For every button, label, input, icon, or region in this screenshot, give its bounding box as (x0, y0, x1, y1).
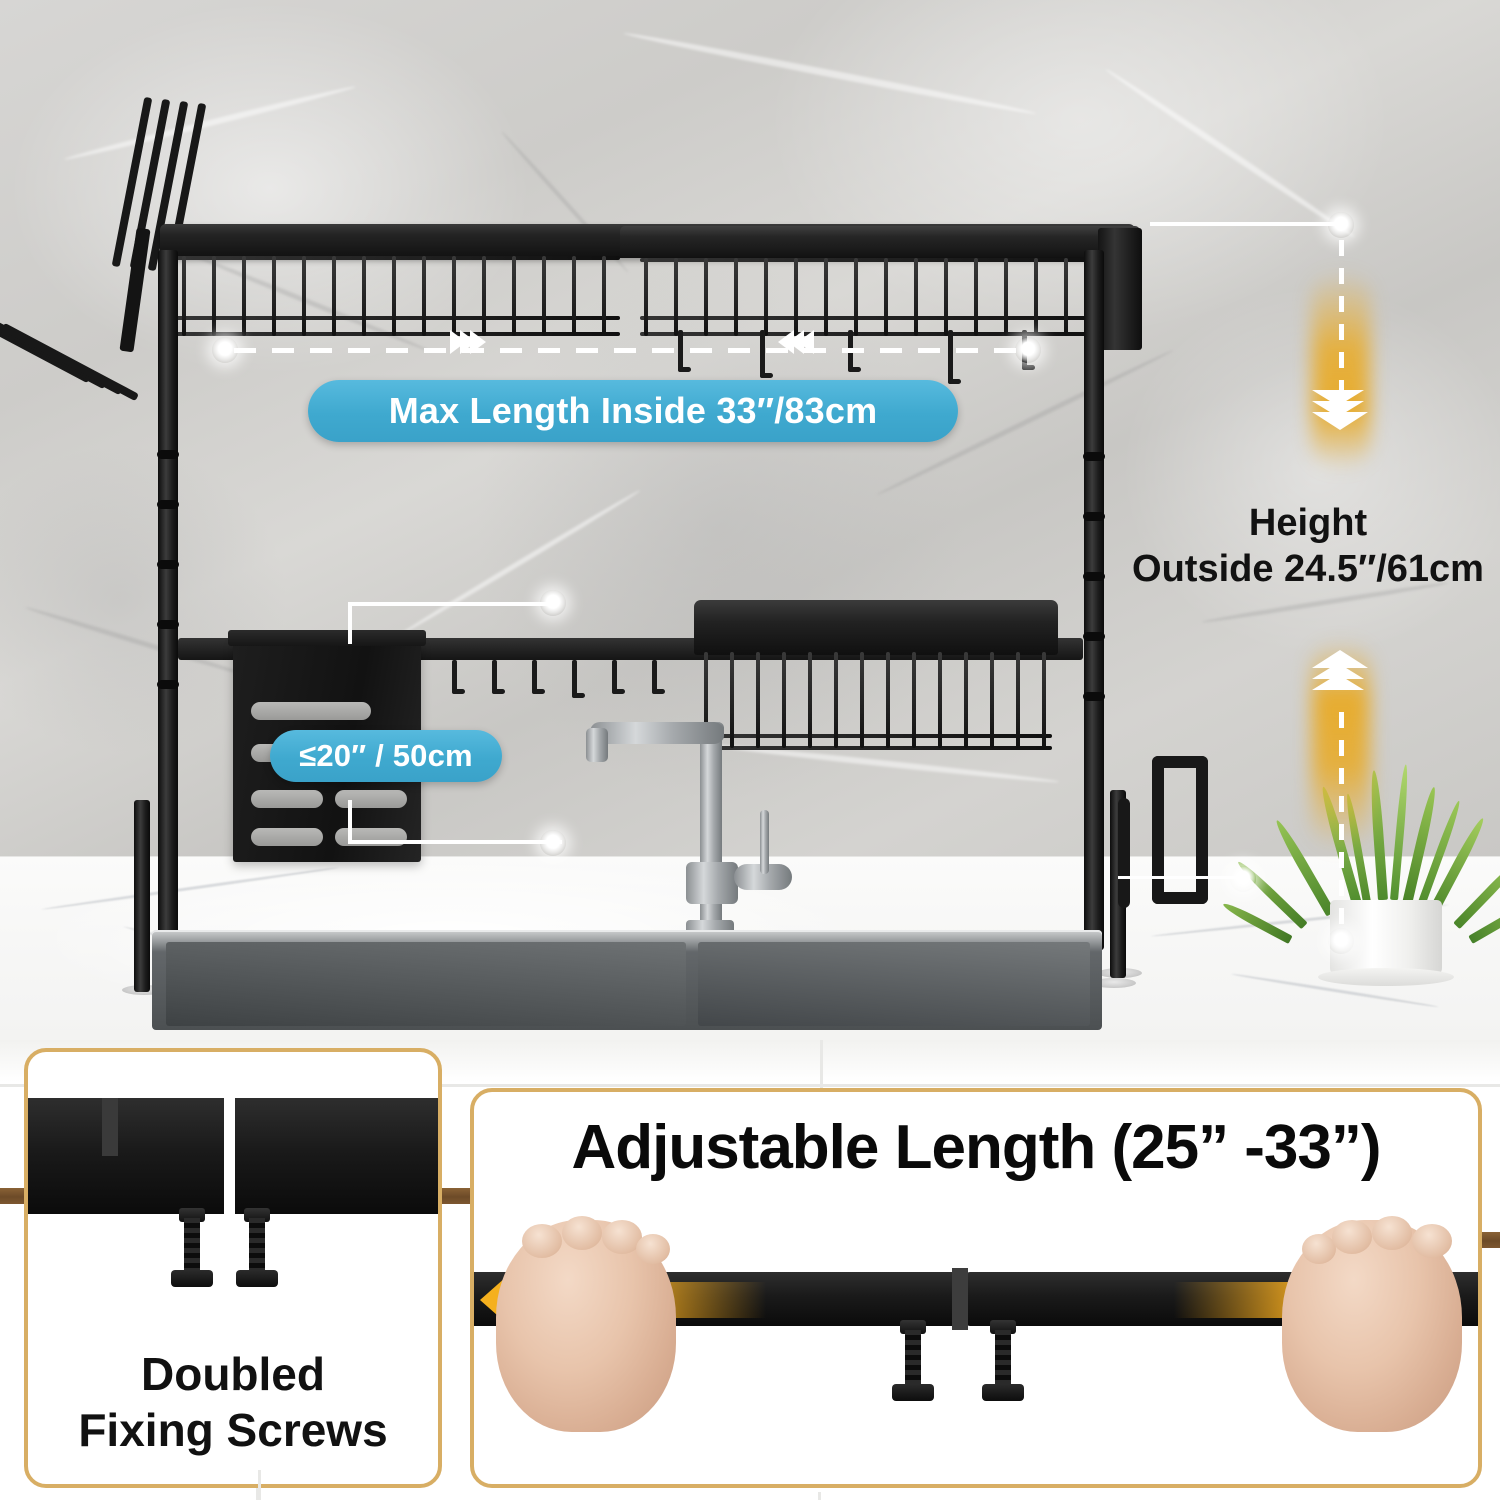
cutlery-holder-bracket (228, 630, 426, 646)
height-label-line1: Height (1248, 502, 1368, 544)
bottom-feature-strip: Doubled Fixing Screws Adjustable Length … (0, 1040, 1500, 1500)
chevrons-up (1312, 650, 1368, 690)
badge-depth: ≤20″ / 50cm (270, 730, 502, 782)
sink-basin-right (698, 942, 1090, 1026)
chevrons-left (778, 330, 814, 354)
chevrons-down (1312, 390, 1368, 430)
badge-max-length: Max Length Inside 33″/83cm (308, 380, 958, 442)
panel-doubled-fixing-screws: Doubled Fixing Screws (24, 1048, 442, 1488)
bar-segment-right (235, 1098, 438, 1214)
sink-basin-left (166, 942, 686, 1026)
chevrons-right (450, 330, 486, 354)
bar-segment-left (28, 1098, 224, 1214)
plate-rail-leader (1118, 876, 1236, 879)
screws-title-line2: Fixing Screws (78, 1403, 388, 1456)
panel-adjustable-length: Adjustable Length (25” -33”) (470, 1088, 1482, 1488)
height-label-line2: Outside 24.5″/61cm (1132, 548, 1484, 591)
bar-notch (102, 1098, 118, 1156)
screws-panel-title: Doubled Fixing Screws (28, 1346, 438, 1458)
badge-max-length-text: Max Length Inside 33″/83cm (388, 390, 878, 431)
product-scene: Max Length Inside 33″/83cm Height Outsid… (0, 0, 1500, 1062)
adjust-panel-title: Adjustable Length (25” -33”) (571, 1113, 1381, 1182)
screws-title-line1: Doubled (141, 1347, 325, 1400)
kitchen-sink (152, 930, 1102, 1030)
height-outside-label: Height Outside 24.5″/61cm (1128, 500, 1488, 593)
plate-rail-dot (1230, 866, 1256, 892)
badge-depth-text: ≤20″ / 50cm (299, 738, 473, 773)
bar-joint (952, 1268, 968, 1330)
